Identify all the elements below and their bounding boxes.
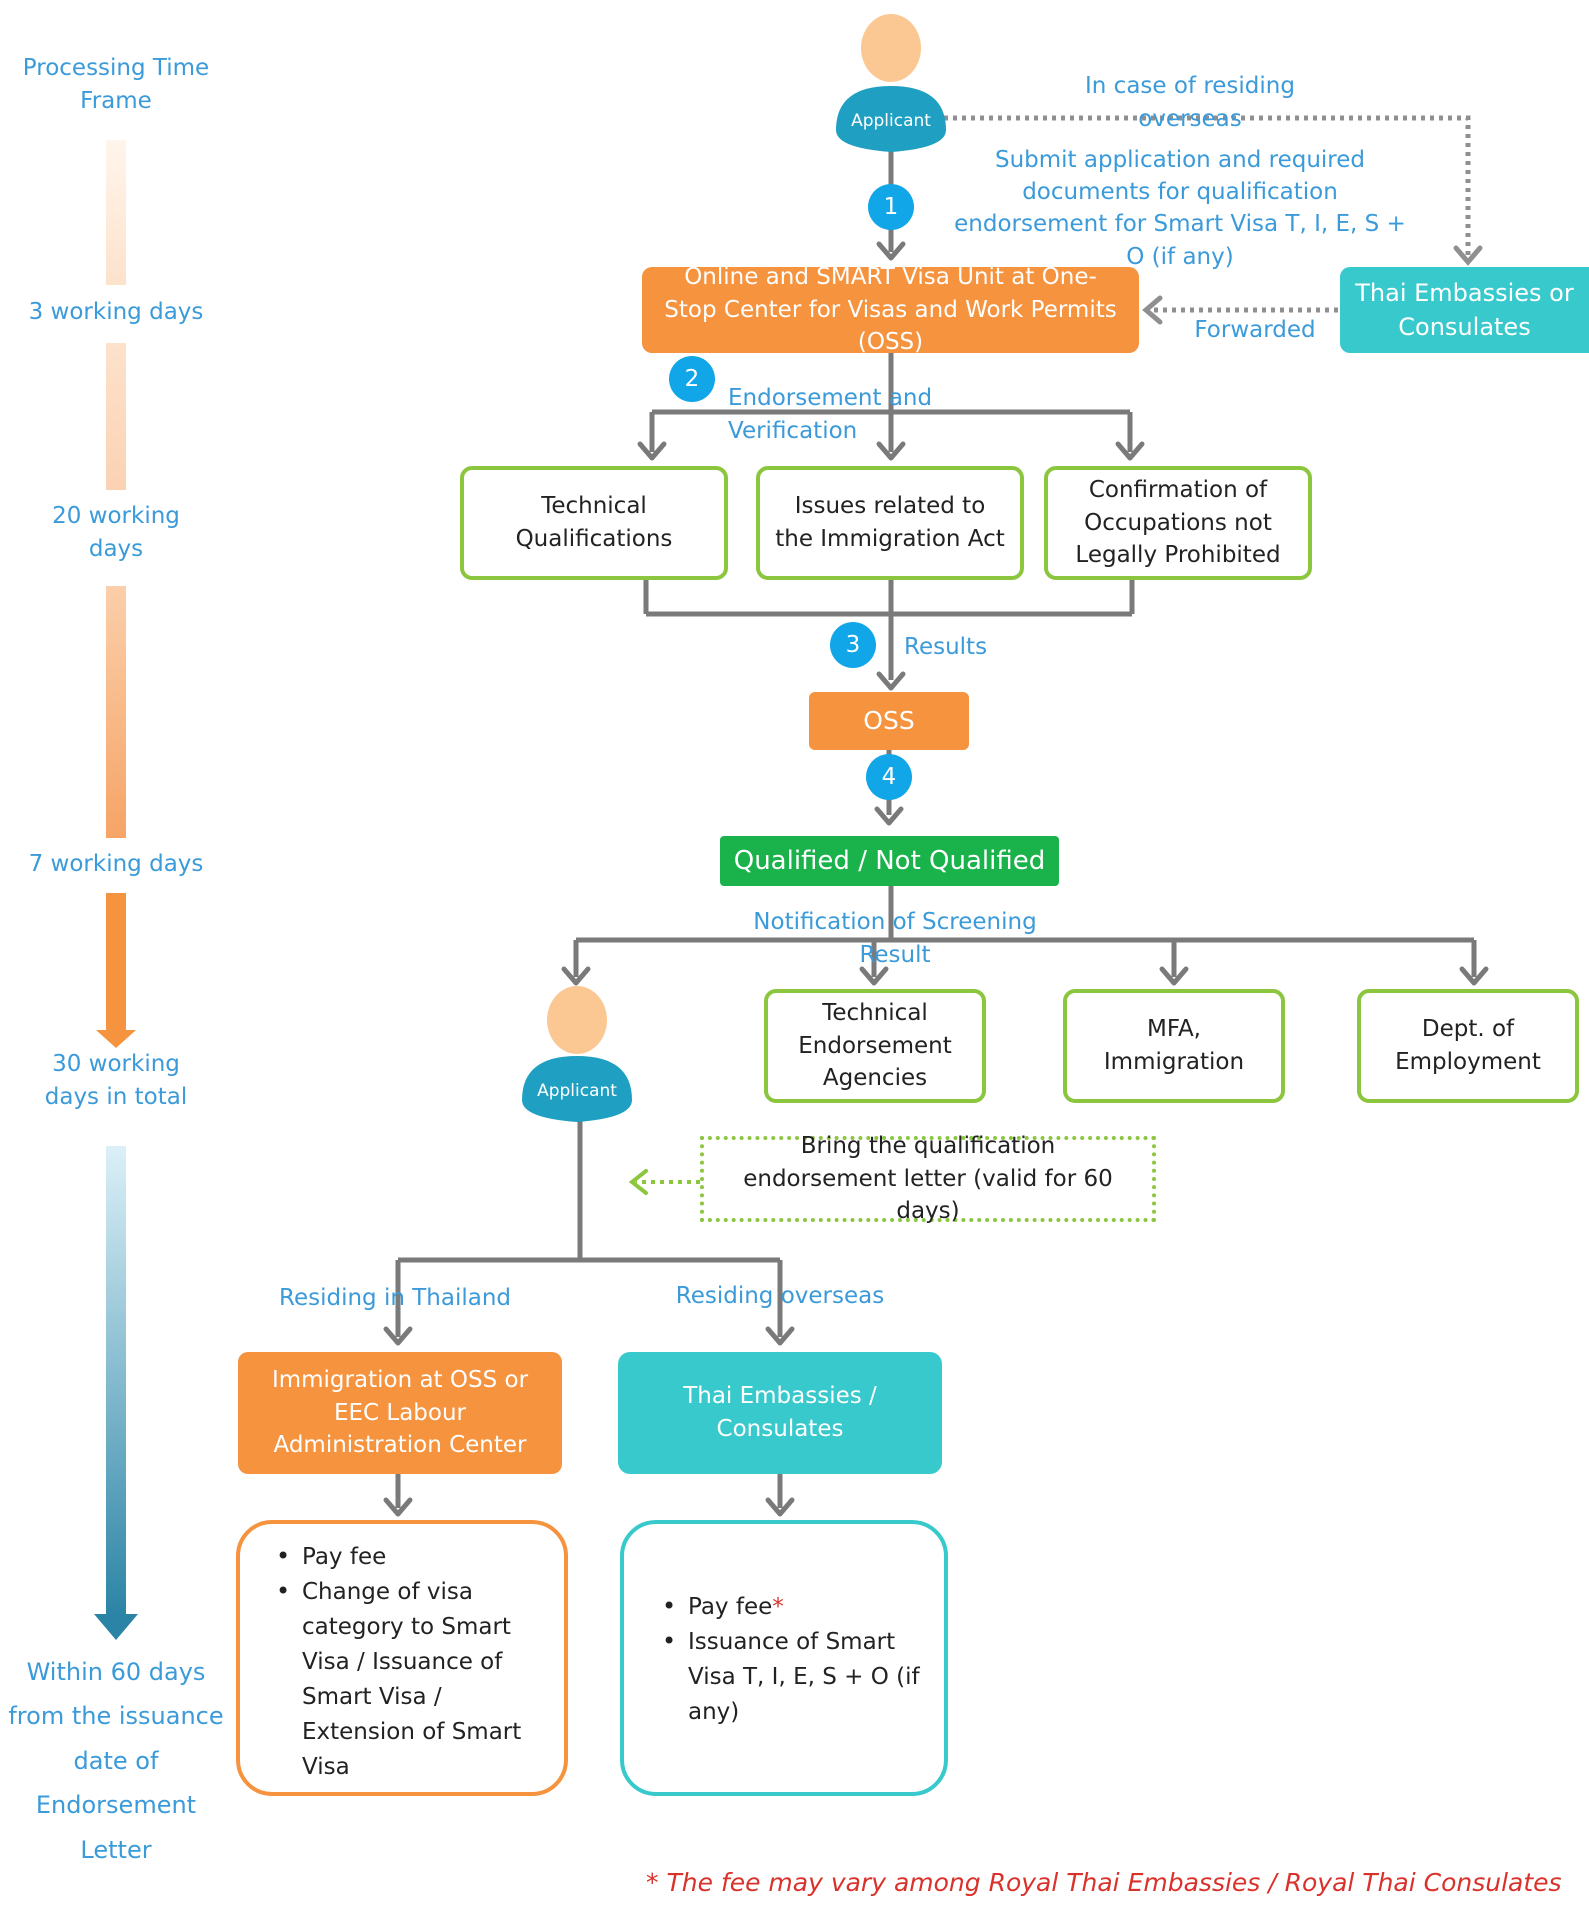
step-number-1: 1 — [868, 184, 914, 230]
technical-agencies-box: Technical Endorsement Agencies — [764, 989, 986, 1103]
endorsement-label: Endorsement and Verification — [728, 385, 933, 444]
arrow-down-icon — [1453, 245, 1483, 266]
thailand-steps-list: Pay fee Change of visa category to Smart… — [236, 1520, 568, 1796]
qualified-box: Qualified / Not Qualified — [720, 836, 1059, 886]
arrow-down-icon — [383, 241, 1489, 1517]
list-item: Change of visa category to Smart Visa / … — [276, 1573, 544, 1785]
immigration-act-box: Issues related to the Immigration Act — [756, 466, 1024, 580]
applicant-top-label: Applicant — [851, 111, 931, 131]
step-number-3: 3 — [830, 622, 876, 668]
technical-qualifications-box: Technical Qualifications — [460, 466, 728, 580]
overseas-note: In case of residing overseas — [1085, 73, 1295, 132]
fee-asterisk: * — [772, 1594, 784, 1620]
pay-fee-text: Pay fee — [688, 1594, 773, 1620]
applicant-bottom-label: Applicant — [537, 1081, 617, 1101]
mfa-immigration-box: MFA, Immigration — [1063, 989, 1285, 1103]
list-item: Pay fee* — [662, 1588, 920, 1625]
results-label: Results — [904, 634, 988, 660]
timeline-step-3-days: 3 working days — [28, 299, 204, 325]
overseas-steps-list: Pay fee* Issuance of Smart Visa T, I, E,… — [620, 1520, 948, 1796]
dept-employment-box: Dept. of Employment — [1357, 989, 1579, 1103]
notification-label: Notification of Screening Result — [753, 909, 1037, 968]
timeline-bars — [94, 140, 138, 1640]
thai-embassies-top-box: Thai Embassies or Consulates — [1340, 267, 1589, 353]
list-item: Issuance of Smart Visa T, I, E, S + O (i… — [662, 1623, 920, 1730]
timeline-step-7-days: 7 working days — [28, 851, 204, 877]
list-item: Pay fee — [276, 1538, 544, 1575]
oss-box: OSS — [809, 692, 969, 750]
step-number-4: 4 — [866, 754, 912, 800]
dotted-connectors — [944, 115, 1471, 313]
person-icon — [522, 986, 632, 1122]
timeline-total: 30 working days in total — [44, 1051, 188, 1110]
forwarded-label: Forwarded — [1194, 317, 1316, 343]
occupations-box: Confirmation of Occupations not Legally … — [1044, 466, 1312, 580]
timeline-step-20-days: 20 working days — [52, 503, 180, 562]
footnote: * The fee may vary among Royal Thai Emba… — [646, 1868, 1562, 1897]
immigration-oss-box: Immigration at OSS or EEC Labour Adminis… — [238, 1352, 562, 1474]
branch-overseas-label: Residing overseas — [675, 1283, 885, 1309]
step-number-2: 2 — [669, 356, 715, 402]
gray-connectors — [395, 148, 1477, 1508]
timeline-final: Within 60 days from the issuance date of… — [8, 1658, 224, 1864]
thai-embassies-bottom-box: Thai Embassies / Consulates — [618, 1352, 942, 1474]
bring-letter-box: Bring the qualification endorsement lett… — [700, 1133, 1156, 1224]
branch-thailand-label: Residing in Thailand — [279, 1285, 511, 1311]
person-icon — [836, 14, 946, 152]
timeline-header: Processing Time Frame — [22, 55, 210, 114]
oss-center-box: Online and SMART Visa Unit at One-Stop C… — [642, 264, 1139, 355]
submit-note: Submit application and required document… — [954, 147, 1406, 270]
arrow-left-icon — [1142, 295, 1163, 325]
arrow-left-icon — [628, 1169, 648, 1195]
